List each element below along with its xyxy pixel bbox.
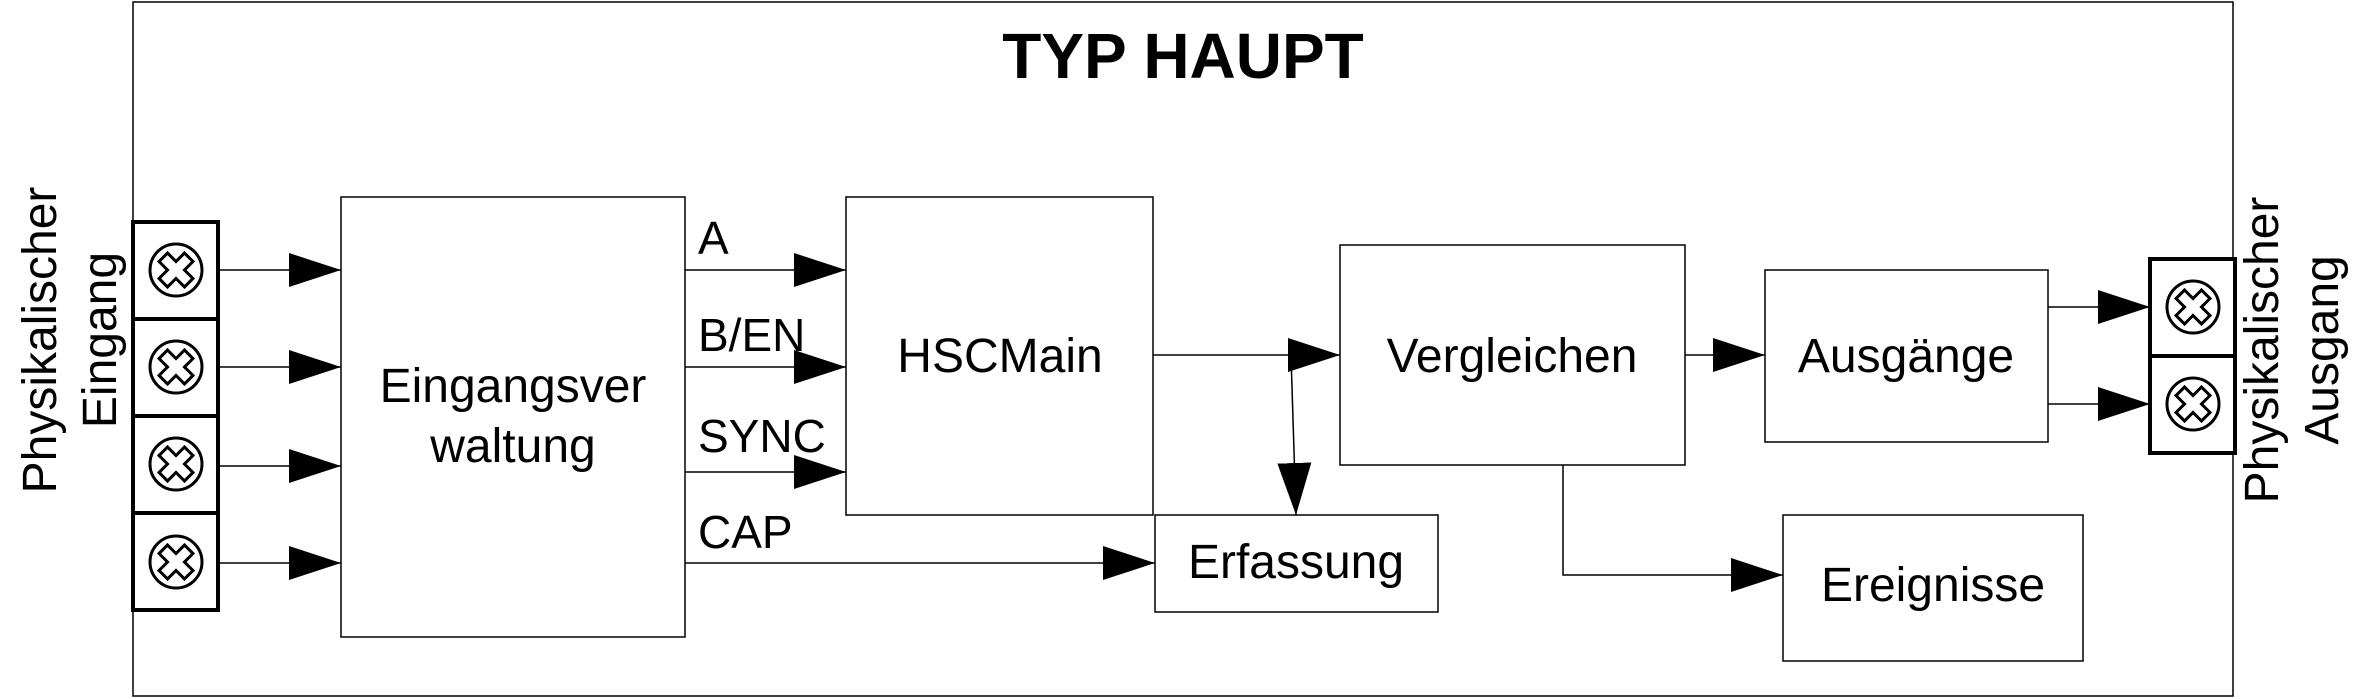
- events-block: [1782, 514, 2084, 662]
- hsc-main-label: HSCMain: [897, 330, 1102, 383]
- compare-label: Vergleichen: [1387, 330, 1638, 383]
- outputs-block: [1764, 269, 2049, 443]
- events-label: Ereignisse: [1821, 559, 2045, 612]
- input-manager-label-line2: waltung: [429, 420, 595, 473]
- screw-terminal-icon: [2165, 279, 2221, 335]
- hsc-main-block: [845, 196, 1154, 516]
- physical-input-label-line2: Eingang: [74, 252, 127, 428]
- signal-label-sync: SYNC: [698, 410, 826, 462]
- screw-terminal-icon: [148, 339, 204, 395]
- physical-output-label-line2: Ausgang: [2296, 255, 2349, 445]
- physical-input-label-line1: Physikalischer: [14, 187, 67, 494]
- output-terminal-block: [2148, 257, 2237, 455]
- outputs-label: Ausgänge: [1798, 330, 2014, 383]
- screw-terminal-icon: [148, 242, 204, 298]
- capture-label: Erfassung: [1188, 536, 1404, 589]
- compare-block: [1339, 244, 1686, 466]
- physical-output-label: Physikalischer Ausgang: [2236, 197, 2349, 504]
- screw-terminal-icon: [2165, 376, 2221, 432]
- page-title: TYP HAUPT: [1002, 20, 1364, 92]
- signal-label-b-en: B/EN: [698, 309, 805, 361]
- screw-terminal-icon: [148, 436, 204, 492]
- hsc-to-capture-wire: [1277, 354, 1312, 516]
- capture-block: [1154, 514, 1439, 613]
- signal-label-a: A: [698, 212, 729, 264]
- physical-output-label-line1: Physikalischer: [2236, 197, 2289, 504]
- signal-label-cap: CAP: [698, 506, 793, 558]
- input-terminal-block: [131, 220, 220, 612]
- screw-terminal-icon: [148, 534, 204, 590]
- compare-to-events-wire: [1562, 465, 1783, 592]
- input-manager-label-line1: Eingangsver: [380, 360, 647, 413]
- physical-input-label: Physikalischer Eingang: [14, 187, 127, 494]
- input-manager-block: [340, 196, 686, 638]
